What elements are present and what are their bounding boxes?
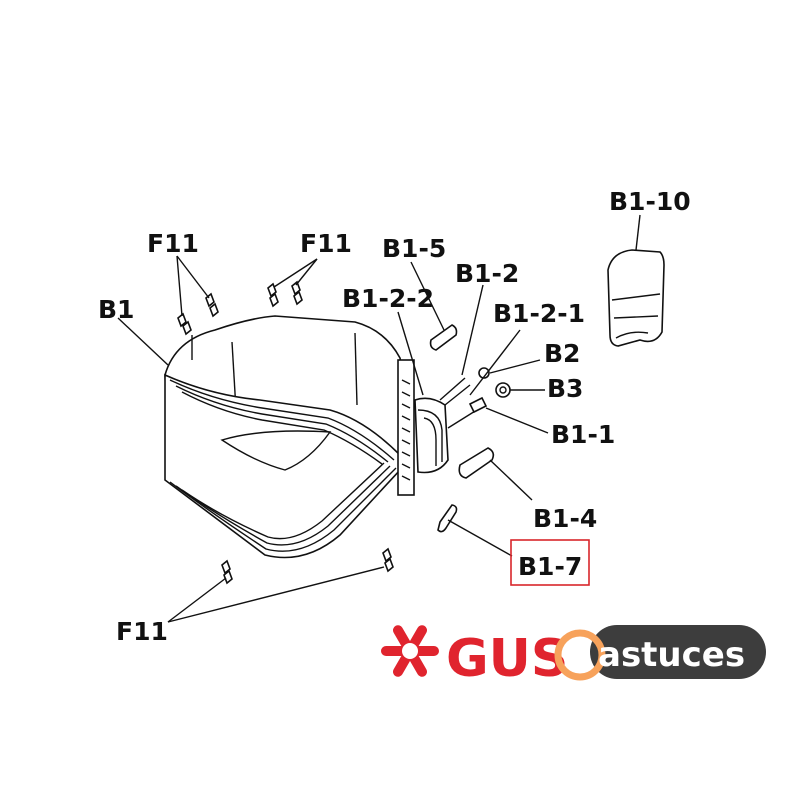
logo-asterisk-mark bbox=[381, 625, 439, 677]
gus-astuces-logo: GUS astuces bbox=[381, 625, 766, 689]
label-b1-7: B1-7 bbox=[518, 552, 582, 581]
label-b1-5: B1-5 bbox=[382, 234, 446, 263]
part-b1-5-pin bbox=[429, 324, 458, 351]
part-b3-nut bbox=[495, 382, 511, 398]
part-b1-10-bracket bbox=[607, 249, 665, 347]
logo-accent-ring bbox=[554, 629, 606, 681]
part-f11-clips-bottom bbox=[221, 547, 394, 585]
coil-assembly bbox=[164, 315, 481, 559]
label-f11-right: F11 bbox=[300, 229, 352, 258]
part-f11-clips-top-left bbox=[177, 292, 219, 336]
label-b1-2: B1-2 bbox=[455, 259, 519, 288]
part-b1-4-pin bbox=[458, 447, 495, 479]
part-f11-clips-top-right bbox=[267, 280, 303, 308]
leader-lines bbox=[117, 214, 641, 623]
part-labels: B1-10 F11 F11 B1-5 B1-2 B1 B1-2-2 B1-2-1… bbox=[98, 187, 691, 646]
highlight-box-b1-7 bbox=[510, 539, 590, 586]
logo-pill bbox=[590, 625, 766, 679]
label-b1-10: B1-10 bbox=[609, 187, 691, 216]
logo-brand-gus: GUS bbox=[446, 629, 568, 689]
part-b2-nut bbox=[478, 367, 490, 379]
logo-brand-astuces: astuces bbox=[598, 635, 745, 675]
label-b1-1: B1-1 bbox=[551, 420, 615, 449]
label-f11-bottom: F11 bbox=[116, 617, 168, 646]
part-b1-7-clip bbox=[437, 504, 458, 533]
label-b2: B2 bbox=[544, 339, 580, 368]
part-b1-1-fitting bbox=[468, 396, 488, 414]
label-b1: B1 bbox=[98, 295, 134, 324]
label-f11-left: F11 bbox=[147, 229, 199, 258]
label-b1-2-2: B1-2-2 bbox=[342, 284, 434, 313]
label-b1-4: B1-4 bbox=[533, 504, 597, 533]
label-b1-2-1: B1-2-1 bbox=[493, 299, 585, 328]
label-b3: B3 bbox=[547, 374, 583, 403]
